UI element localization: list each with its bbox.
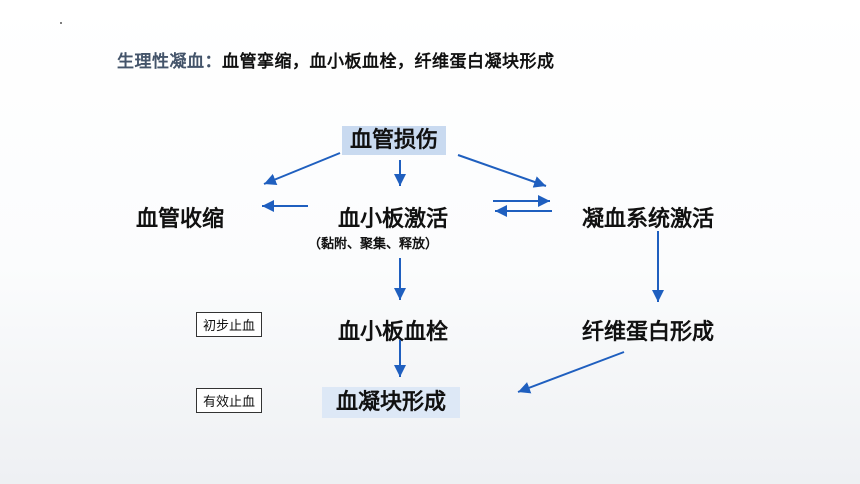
node-platelet-activation: 血小板激活 (338, 207, 449, 232)
arrow-injury-to-coag (457, 154, 547, 188)
node-vascular-injury: 血管损伤 (342, 122, 447, 155)
tag-primary-hemostasis: 初步止血 (196, 312, 263, 337)
arrow-fibrin-to-clot (517, 351, 625, 394)
node-platelet-plug: 血小板血栓 (338, 320, 449, 345)
node-clot-formation-label: 血凝块形成 (322, 387, 461, 418)
title-prefix: 生理性凝血： (117, 52, 222, 72)
node-coagulation-activation: 凝血系统激活 (582, 207, 715, 232)
node-clot-formation: 血凝块形成 (322, 384, 461, 418)
node-fibrin-formation: 纤维蛋白形成 (582, 320, 715, 345)
node-vasoconstriction: 血管收缩 (136, 207, 225, 232)
arrow-injury-to-vaso (263, 152, 341, 186)
title-text: 血管挛缩，血小板血栓，纤维蛋白凝块形成 (222, 52, 555, 72)
node-vascular-injury-label: 血管损伤 (342, 126, 447, 155)
corner-dot (60, 22, 62, 24)
tag-effective-hemostasis: 有效止血 (196, 388, 263, 413)
node-platelet-activation-note: （黏附、聚集、释放） (308, 237, 439, 252)
slide-title: 生理性凝血：血管挛缩，血小板血栓，纤维蛋白凝块形成 (117, 47, 555, 72)
